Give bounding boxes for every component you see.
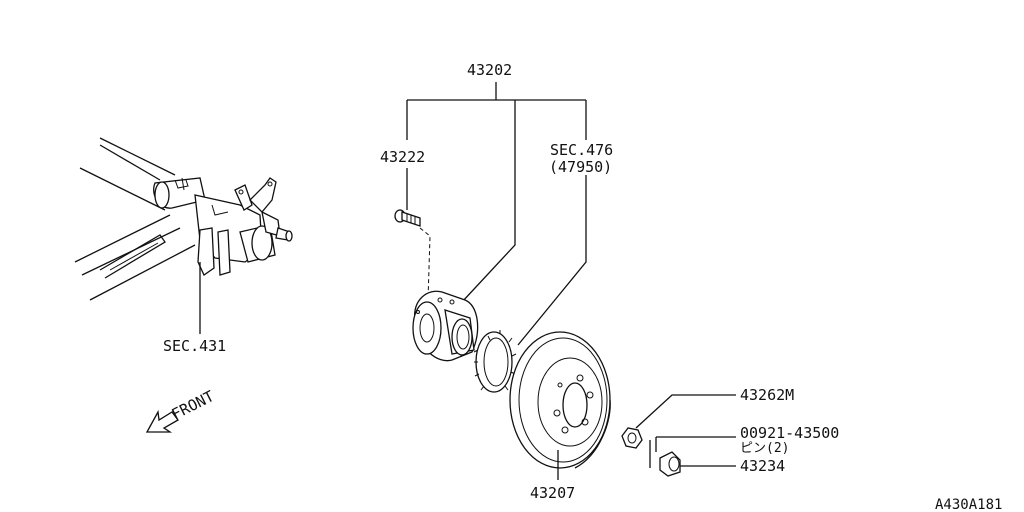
label-hub-nut: 43262M — [740, 386, 794, 404]
label-hub-assembly: 43202 — [467, 61, 512, 79]
pin — [649, 437, 657, 468]
label-pin-part: 00921-43500 — [740, 424, 839, 442]
sensor-ring — [473, 330, 517, 393]
rear-axle-assembly — [74, 137, 293, 301]
disc-rotor — [509, 331, 611, 469]
hub-bolt — [394, 209, 431, 301]
hub-assembly-bracket — [406, 82, 587, 346]
hub-bearing-assembly — [412, 290, 479, 362]
label-hub-bolt: 43222 — [380, 148, 425, 166]
label-disc-rotor: 43207 — [530, 484, 575, 502]
hub-nut — [621, 427, 643, 449]
label-sensor-ring-sub: (47950) — [549, 158, 612, 176]
cap — [659, 451, 681, 477]
label-drawing-code: A430A181 — [935, 497, 1002, 512]
label-front: FRONT — [169, 387, 217, 424]
label-cap: 43234 — [740, 457, 785, 475]
hub-nut-leader — [635, 394, 736, 429]
label-sensor-ring-sec: SEC.476 — [550, 141, 613, 159]
front-arrow-icon — [145, 409, 179, 433]
label-suspension-sec: SEC.431 — [163, 337, 226, 355]
label-pin-qty: ピン(2) — [740, 441, 789, 456]
